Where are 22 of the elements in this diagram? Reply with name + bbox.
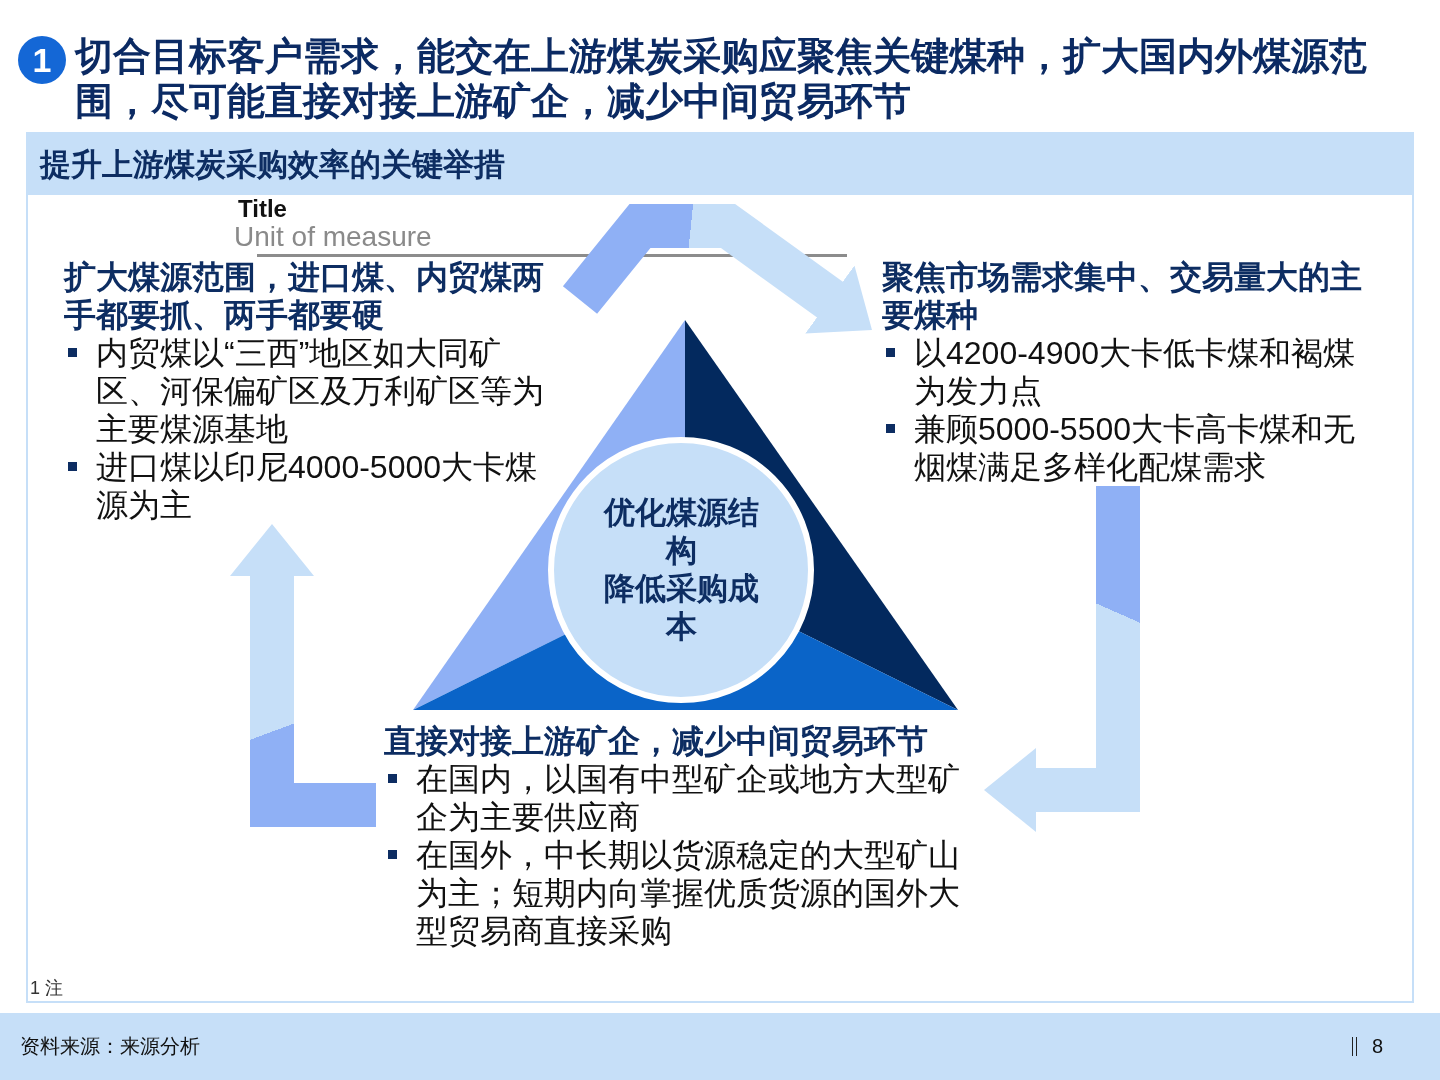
bent-arrow (230, 524, 376, 827)
bullet-text: 在国外，中长期以货源稳定的大型矿山为主；短期内向掌握优质货源的国外大型贸易商直接采购 (416, 837, 960, 949)
circle-text: 优化煤源结构 (603, 495, 759, 568)
source-note: 资料来源：来源分析 (20, 1034, 200, 1058)
unit-label: Unit of measure (234, 222, 432, 252)
measure-heading: 聚焦市场需求集中、交易量大的主要煤种 (882, 259, 1362, 333)
bent-arrow (984, 486, 1140, 832)
bullet-text: 内贸煤以“三西”地区如大同矿区、河保偏矿区及万利矿区等为主要煤源基地 (96, 335, 544, 447)
footnote: 1 注 (30, 977, 63, 999)
bullet-text: 兼顾5000-5500大卡高卡煤和无烟煤满足多样化配煤需求 (914, 411, 1356, 485)
bullet-text: 以4200-4900大卡低卡煤和褐煤为发力点 (914, 335, 1356, 409)
page-number: 8 (1372, 1034, 1384, 1058)
bullet-text: 进口煤以印尼4000-5000大卡煤源为主 (96, 449, 538, 523)
measure-heading: 直接对接上游矿企，减少中间贸易环节 (384, 723, 928, 759)
panel-heading: 提升上游煤炭采购效率的关键举措 (40, 145, 505, 184)
bullet-text: 在国内，以国有中型矿企或地方大型矿企为主要供应商 (416, 761, 960, 835)
measure-heading: 扩大煤源范围，进口煤、内贸煤两手都要抓、两手都要硬 (64, 259, 544, 333)
content-panel (26, 132, 1414, 1003)
placeholder-title: Title (238, 196, 287, 222)
page-title: 切合目标客户需求，能交在上游煤炭采购应聚焦关键煤种，扩大国内外煤源范围，尽可能直接对接上游矿企，减少中间贸易环节 (75, 35, 1367, 122)
circle-text: 降低采购成本 (603, 571, 759, 644)
step-number: 1 (18, 36, 66, 84)
